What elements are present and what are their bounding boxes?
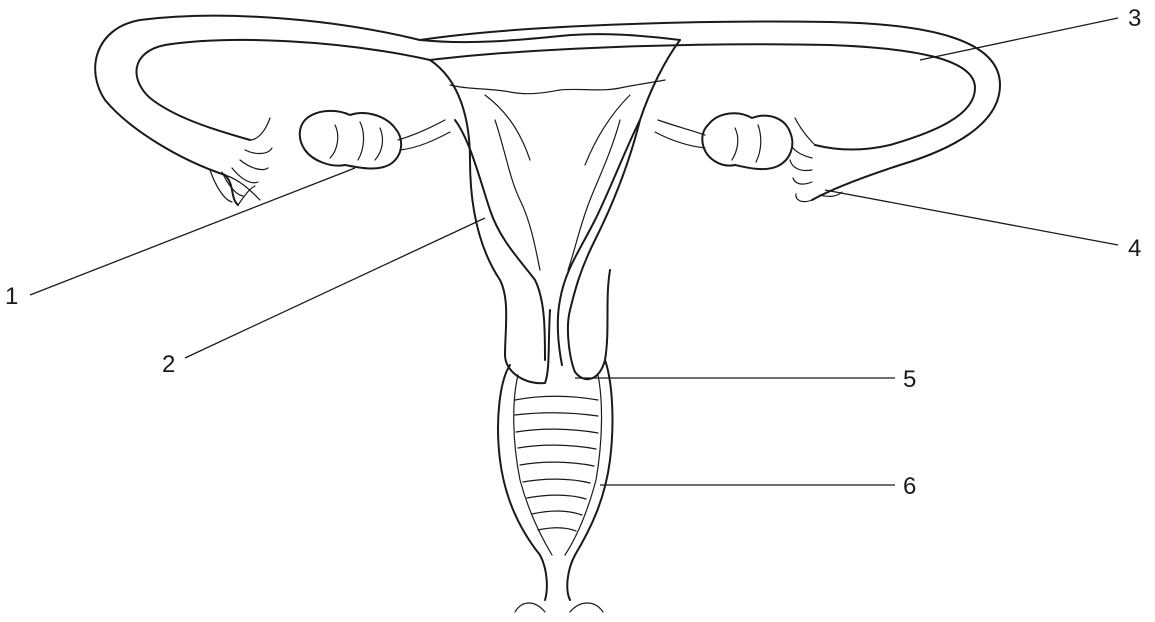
label-2: 2 (162, 351, 175, 378)
left-ovary (300, 111, 450, 169)
leader-line-2 (185, 218, 485, 358)
vagina (498, 360, 612, 612)
label-4: 4 (1128, 235, 1141, 262)
label-5: 5 (903, 366, 916, 393)
left-fallopian-tube (95, 16, 430, 205)
leader-line-4 (825, 190, 1118, 245)
label-3: 3 (1128, 5, 1141, 32)
right-ovary (655, 113, 792, 169)
leader-line-1 (30, 168, 355, 295)
leader-line-3 (920, 18, 1118, 60)
label-6: 6 (903, 473, 916, 500)
right-fallopian-tube (420, 22, 1000, 202)
uterus (420, 34, 680, 383)
label-1: 1 (5, 283, 18, 310)
